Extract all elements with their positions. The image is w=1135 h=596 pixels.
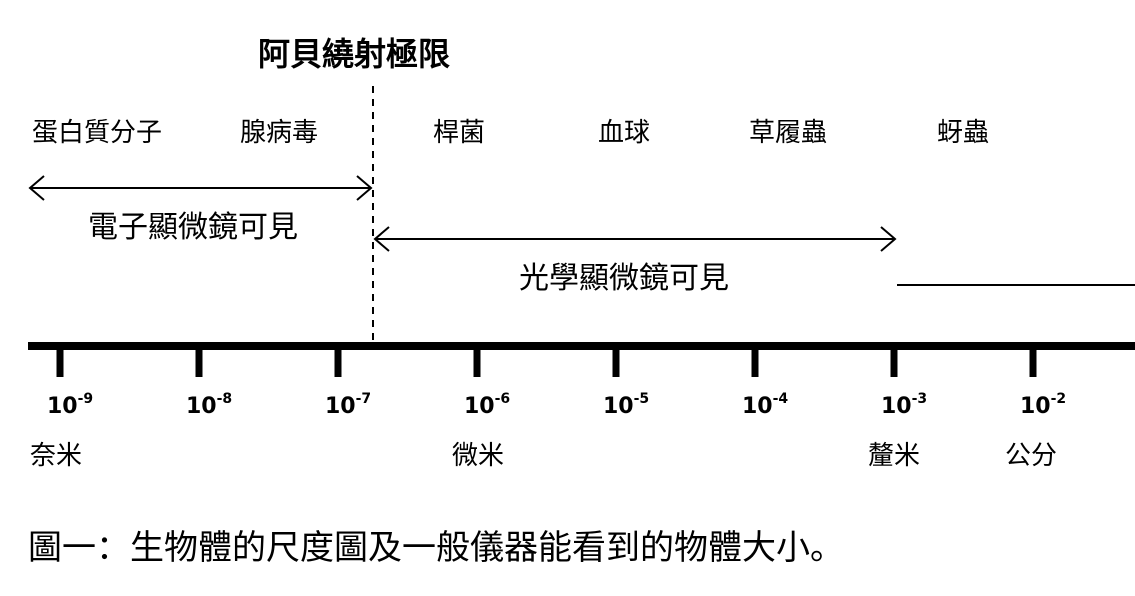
unit-centimeter: 公分 <box>1005 441 1058 471</box>
organism-blood-cell: 血球 <box>598 118 651 148</box>
organism-adenovirus: 腺病毒 <box>240 118 319 148</box>
organism-aphid: 蚜蟲 <box>937 118 990 148</box>
unit-micrometer: 微米 <box>452 441 505 471</box>
unit-nanometer: 奈米 <box>30 441 83 471</box>
unit-millimeter: 釐米 <box>868 441 921 471</box>
optical-range-arrow <box>373 226 897 252</box>
tick-label: 10-8 <box>186 390 233 419</box>
organism-protein: 蛋白質分子 <box>32 118 163 148</box>
tick-marks <box>56 346 1037 377</box>
tick-label: 10-2 <box>1020 390 1067 419</box>
electron-range-arrow <box>28 175 373 201</box>
electron-microscope-label: 電子顯微鏡可見 <box>88 210 298 245</box>
figure-caption: 圖一：生物體的尺度圖及一般儀器能看到的物體大小。 <box>28 528 844 568</box>
tick-label: 10-9 <box>47 390 94 419</box>
tick-label: 10-7 <box>325 390 372 419</box>
organism-paramecium: 草履蟲 <box>749 118 828 148</box>
optical-microscope-label: 光學顯微鏡可見 <box>519 261 729 296</box>
tick-label: 10-6 <box>464 390 511 419</box>
tick-label: 10-4 <box>742 390 789 419</box>
organism-bacillus: 桿菌 <box>433 118 486 148</box>
tick-label: 10-3 <box>881 390 928 419</box>
abbe-limit-title: 阿貝繞射極限 <box>258 35 451 73</box>
tick-label: 10-5 <box>603 390 650 419</box>
